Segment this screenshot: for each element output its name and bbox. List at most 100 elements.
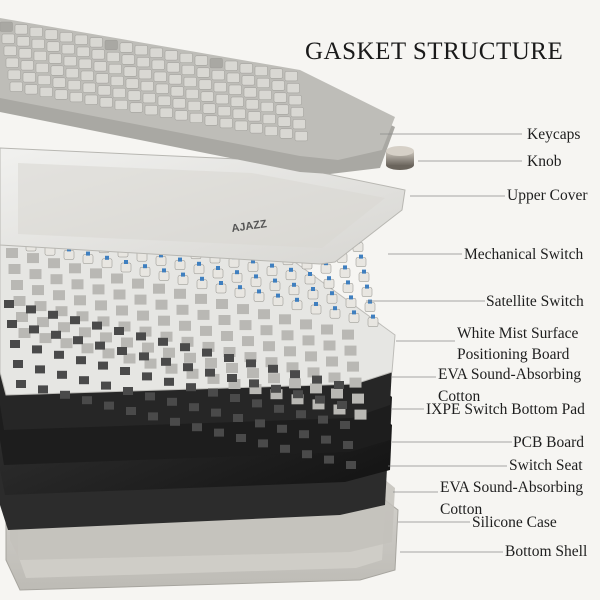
plate-hole xyxy=(247,368,259,379)
foam-cutout xyxy=(158,337,168,346)
keycap xyxy=(213,82,227,93)
foam-cutout xyxy=(293,390,303,399)
keycap xyxy=(144,105,158,116)
keycap xyxy=(247,111,261,122)
plate-hole xyxy=(11,280,23,290)
plate-hole xyxy=(352,393,364,404)
foam-cutout xyxy=(117,347,127,355)
plate-hole xyxy=(53,290,65,301)
switch-housing xyxy=(345,298,357,308)
switch-housing xyxy=(266,266,278,276)
plate-hole xyxy=(347,361,359,372)
foam-cutout xyxy=(318,415,328,424)
plate-hole xyxy=(237,304,249,315)
plate-hole xyxy=(195,293,207,304)
foam-cutout xyxy=(296,410,306,419)
keycap xyxy=(95,73,109,84)
foam-cutout xyxy=(189,403,199,412)
switch-stem xyxy=(371,314,375,319)
keycap xyxy=(187,100,201,111)
label-line: Mechanical Switch xyxy=(464,246,584,263)
keycap xyxy=(183,76,197,87)
switch-housing xyxy=(158,271,170,281)
foam-cutout xyxy=(120,367,130,375)
switch-stem xyxy=(254,274,258,279)
foam-cutout xyxy=(299,430,309,439)
keycap xyxy=(258,89,272,100)
foam-cutout xyxy=(82,396,92,405)
plate-hole xyxy=(349,377,362,388)
switch-stem xyxy=(273,278,277,283)
foam-cutout xyxy=(92,321,102,330)
keycap xyxy=(269,68,283,79)
keycap xyxy=(279,128,293,139)
foam-cutout xyxy=(101,381,111,390)
keycap xyxy=(230,96,244,107)
foam-cutout xyxy=(145,392,155,401)
switch-stem xyxy=(219,281,223,285)
keycap xyxy=(59,32,73,43)
switch-housing xyxy=(361,287,373,297)
plate-hole xyxy=(331,388,343,399)
switch-stem xyxy=(238,285,242,290)
plate-hole xyxy=(48,258,60,269)
keycap xyxy=(89,37,103,48)
plate-hole xyxy=(216,299,228,309)
keycap xyxy=(185,88,199,99)
keycap xyxy=(99,97,113,108)
label-satellite-switch: Satellite Switch xyxy=(486,293,584,310)
switch-housing xyxy=(215,283,227,294)
label-line: Satellite Switch xyxy=(486,293,584,310)
keycap xyxy=(228,84,242,95)
plate-hole xyxy=(342,329,354,340)
keycap xyxy=(39,86,53,97)
keycap xyxy=(159,107,173,118)
keycap xyxy=(260,101,274,112)
switch-stem xyxy=(235,270,239,275)
keycap xyxy=(29,26,43,37)
keycap xyxy=(200,91,214,102)
plate-hole xyxy=(300,319,312,330)
plate-hole xyxy=(186,368,199,379)
plate-hole xyxy=(153,283,165,294)
plate-hole xyxy=(60,338,73,349)
switch-housing xyxy=(212,268,224,279)
keycap xyxy=(104,39,118,50)
switch-stem xyxy=(314,302,318,306)
plate-hole xyxy=(305,351,317,362)
keycap xyxy=(61,44,75,55)
keycap xyxy=(134,45,148,56)
foam-cutout xyxy=(70,316,80,325)
plate-hole xyxy=(69,263,81,274)
foam-cutout xyxy=(139,352,149,361)
keycap xyxy=(284,71,298,82)
label-positioning-board: White Mist Surface Positioning Board xyxy=(457,323,578,365)
keycap xyxy=(241,75,255,86)
label-mechanical-switch: Mechanical Switch xyxy=(464,246,583,263)
foam-cutout xyxy=(277,424,287,433)
switch-housing xyxy=(253,292,265,302)
plate-hole xyxy=(50,274,63,285)
plate-hole xyxy=(265,357,278,368)
switch-housing xyxy=(139,266,151,277)
keycap xyxy=(196,67,210,78)
keycap xyxy=(9,81,23,92)
plate-hole xyxy=(205,357,217,368)
foam-cutout xyxy=(255,419,265,428)
plate-hole xyxy=(333,404,346,415)
foam-cutout xyxy=(7,320,17,328)
keycap xyxy=(198,79,212,90)
switch-stem xyxy=(330,291,334,296)
keycap xyxy=(65,68,79,79)
keycap xyxy=(44,29,58,40)
foam-cutout xyxy=(183,363,193,372)
keycap xyxy=(112,87,126,98)
keycap xyxy=(288,95,302,106)
label-line: Cotton xyxy=(440,501,483,518)
switch-housing xyxy=(304,274,316,285)
switch-housing xyxy=(63,250,75,260)
plate-hole xyxy=(284,346,296,357)
label-line: Keycaps xyxy=(527,126,581,143)
switch-housing xyxy=(193,264,205,275)
label-line: White Mist Surface xyxy=(457,325,579,342)
